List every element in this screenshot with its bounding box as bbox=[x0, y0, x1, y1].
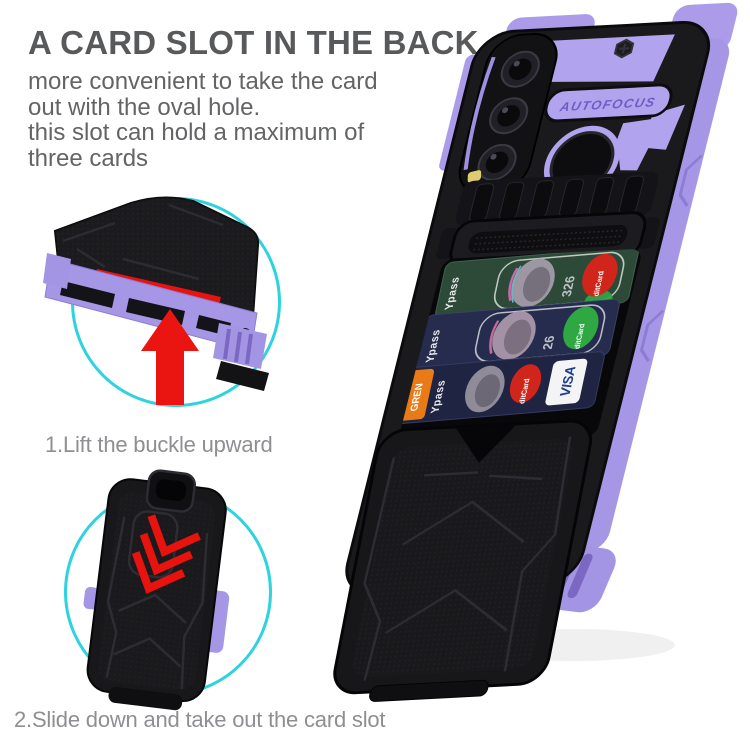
case-mid-window bbox=[605, 117, 665, 171]
step-2-caption: 2.Slide down and take out the card slot bbox=[14, 707, 386, 732]
grip-corner bbox=[213, 323, 269, 391]
brand-emblem-icon bbox=[613, 38, 635, 59]
card-slot-slider bbox=[333, 419, 593, 702]
callout-2-art bbox=[83, 469, 230, 711]
slider-bottom-lip bbox=[369, 679, 489, 702]
callout-1-art bbox=[43, 196, 269, 405]
slider-bottom-lip bbox=[108, 686, 183, 711]
description-line-3: this slot can hold a maximum of bbox=[28, 119, 365, 146]
description: more convenient to take the card out wit… bbox=[28, 69, 378, 171]
slider-bevel-lines bbox=[105, 510, 209, 689]
visa-logo bbox=[545, 358, 588, 406]
card-brand-badge bbox=[563, 306, 599, 350]
rail-notches bbox=[639, 154, 703, 363]
card-number: 26 bbox=[539, 335, 557, 350]
page-title: A CARD SLOT IN THE BACK bbox=[28, 24, 479, 61]
camera-lens-icon bbox=[477, 143, 517, 181]
slider-bevel-lines bbox=[363, 436, 572, 681]
description-line-4: three cards bbox=[28, 144, 149, 172]
camera-lens-icon bbox=[500, 50, 540, 88]
autofocus-label: AUTOFOCUS bbox=[558, 95, 658, 115]
description-line-2: out with the oval hole. bbox=[28, 93, 261, 121]
card-number: 326 bbox=[558, 275, 578, 297]
armor-ridge-lines bbox=[62, 203, 224, 281]
description-line-1: more convenient to take the card bbox=[28, 68, 378, 95]
chevron-down-arrows-icon bbox=[131, 514, 201, 594]
arrow-up-icon bbox=[141, 309, 199, 405]
credit-card: Ypass 26 ditCard bbox=[416, 298, 620, 372]
card-brand-badge bbox=[509, 364, 542, 404]
visa-text: VISA bbox=[556, 366, 579, 397]
corner-bumper bbox=[43, 253, 71, 289]
slider-closeup bbox=[83, 469, 230, 711]
autofocus-pill bbox=[544, 83, 673, 123]
credit-card: Ypass 326 ditCard bbox=[435, 248, 639, 319]
camera-flash-icon bbox=[467, 170, 482, 183]
camera-lens-icon bbox=[489, 97, 529, 135]
case-top-window bbox=[530, 34, 675, 83]
step-1-caption: 1.Lift the buckle upward bbox=[45, 432, 273, 457]
card-stack: Ypass 326 ditCard Ypass 26 bbox=[397, 248, 639, 425]
slider-notch bbox=[455, 423, 518, 463]
buckle bbox=[145, 469, 196, 513]
card-brand-badge bbox=[582, 253, 618, 297]
